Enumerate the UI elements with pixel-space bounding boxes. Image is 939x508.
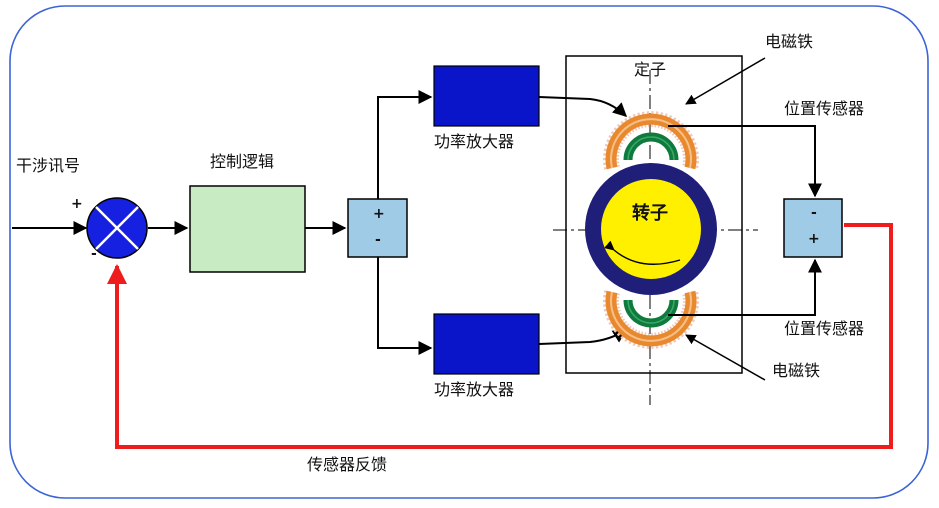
amp-top-to-coil — [538, 96, 628, 117]
sensor-feedback-line — [107, 223, 893, 449]
summing-junction — [86, 197, 148, 259]
electromagnet-top — [603, 111, 699, 170]
diff-plus-sign: + — [808, 231, 820, 247]
stator-label: 定子 — [634, 60, 667, 79]
power-amplifier-bottom-label: 功率放大器 — [434, 380, 515, 399]
rotor-label: 转子 — [632, 203, 668, 224]
position-sensor-top-label: 位置传感器 — [784, 99, 865, 118]
amp-bottom-to-coil — [538, 329, 628, 345]
electromagnet-top-label: 电磁铁 — [765, 32, 814, 51]
electromagnet-bottom-label: 电磁铁 — [772, 361, 821, 380]
control-logic-box — [189, 185, 306, 273]
sum-plus-sign: + — [71, 196, 83, 212]
sensor-bottom-line — [668, 258, 822, 316]
stator-box — [565, 55, 743, 374]
rotor — [585, 163, 717, 295]
sensor-feedback-label: 传感器反馈 — [307, 455, 388, 474]
position-sensor-bottom-label: 位置传感器 — [784, 319, 865, 338]
outer-frame — [9, 5, 929, 499]
diff-minus-sign: - — [811, 205, 817, 221]
power-amplifier-top-label: 功率放大器 — [434, 132, 515, 151]
split-minus-sign: - — [375, 232, 381, 248]
interference-signal-label: 干涉讯号 — [16, 156, 81, 175]
sum-minus-sign: - — [91, 246, 97, 262]
electromagnet-bottom — [603, 290, 699, 349]
sensor-top-line — [668, 125, 822, 198]
power-amplifier-bottom — [433, 313, 540, 375]
branch-to-bottom-amp — [377, 257, 433, 355]
em-bottom-pointer — [685, 334, 766, 381]
control-logic-label: 控制逻辑 — [210, 152, 275, 171]
branch-to-top-amp — [377, 90, 433, 199]
power-amplifier-top — [433, 65, 540, 127]
em-top-pointer — [685, 57, 766, 105]
split-plus-sign: + — [373, 206, 385, 222]
position-diff-box — [783, 198, 843, 258]
